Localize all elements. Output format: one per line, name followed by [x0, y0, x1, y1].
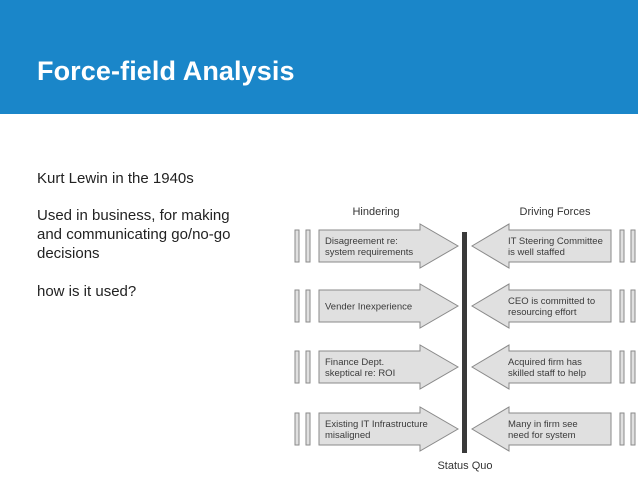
hindering-arrow-tail-bar: [294, 350, 300, 384]
driving-arrow: [471, 344, 612, 390]
driving-force-label: is well staffed: [508, 247, 565, 258]
hindering-force-label: Existing IT Infrastructure: [325, 419, 428, 430]
driving-force-label: CEO is committed to: [508, 296, 595, 307]
hindering-arrow: [318, 406, 459, 452]
driving-force-label: Many in firm see: [508, 419, 578, 430]
hindering-arrow-tail-bar: [294, 412, 300, 446]
driving-arrow-tail-bar: [630, 289, 636, 323]
driving-force-label: Acquired firm has: [508, 357, 582, 368]
status-quo-label: Status Quo: [437, 460, 492, 472]
hindering-force-label: Vender Inexperience: [325, 302, 412, 313]
status-quo-line: [462, 232, 467, 453]
driving-force-label: resourcing effort: [508, 307, 577, 318]
title-bar: Force-field Analysis: [0, 0, 638, 114]
driving-arrow: [471, 406, 612, 452]
driving-forces-heading: Driving Forces: [520, 206, 591, 218]
hindering-force-label: Finance Dept.: [325, 357, 384, 368]
driving-arrow-tail-bar: [630, 350, 636, 384]
body-text-line: Kurt Lewin in the 1940s: [37, 170, 194, 187]
hindering-heading: Hindering: [352, 206, 399, 218]
hindering-force-label: Disagreement re:: [325, 236, 398, 247]
hindering-arrow-tail-bar: [305, 229, 311, 263]
body-text-line: and communicating go/no-go: [37, 226, 231, 243]
hindering-arrow-tail-bar: [305, 412, 311, 446]
hindering-arrow-tail-bar: [305, 350, 311, 384]
hindering-force-label: misaligned: [325, 430, 370, 441]
driving-force-label: need for system: [508, 430, 576, 441]
hindering-force-label: skeptical re: ROI: [325, 368, 395, 379]
body-text-line: Used in business, for making: [37, 207, 230, 224]
body-text-line: how is it used?: [37, 283, 137, 300]
hindering-arrow: [318, 283, 459, 329]
driving-arrow-tail-bar: [630, 229, 636, 263]
hindering-arrow-tail-bar: [294, 229, 300, 263]
slide-title: Force-field Analysis: [37, 56, 295, 86]
driving-arrow-tail-bar: [619, 412, 625, 446]
driving-force-label: skilled staff to help: [508, 368, 586, 379]
hindering-arrow-tail-bar: [294, 289, 300, 323]
driving-arrow-tail-bar: [619, 229, 625, 263]
driving-arrow-tail-bar: [619, 350, 625, 384]
hindering-arrow: [318, 223, 459, 269]
driving-arrow-tail-bar: [619, 289, 625, 323]
driving-arrow: [471, 283, 612, 329]
hindering-force-label: system requirements: [325, 247, 413, 258]
driving-force-label: IT Steering Committee: [508, 236, 603, 247]
driving-arrow: [471, 223, 612, 269]
driving-arrow-tail-bar: [630, 412, 636, 446]
hindering-arrow: [318, 344, 459, 390]
body-text-line: decisions: [37, 245, 100, 262]
hindering-arrow-tail-bar: [305, 289, 311, 323]
